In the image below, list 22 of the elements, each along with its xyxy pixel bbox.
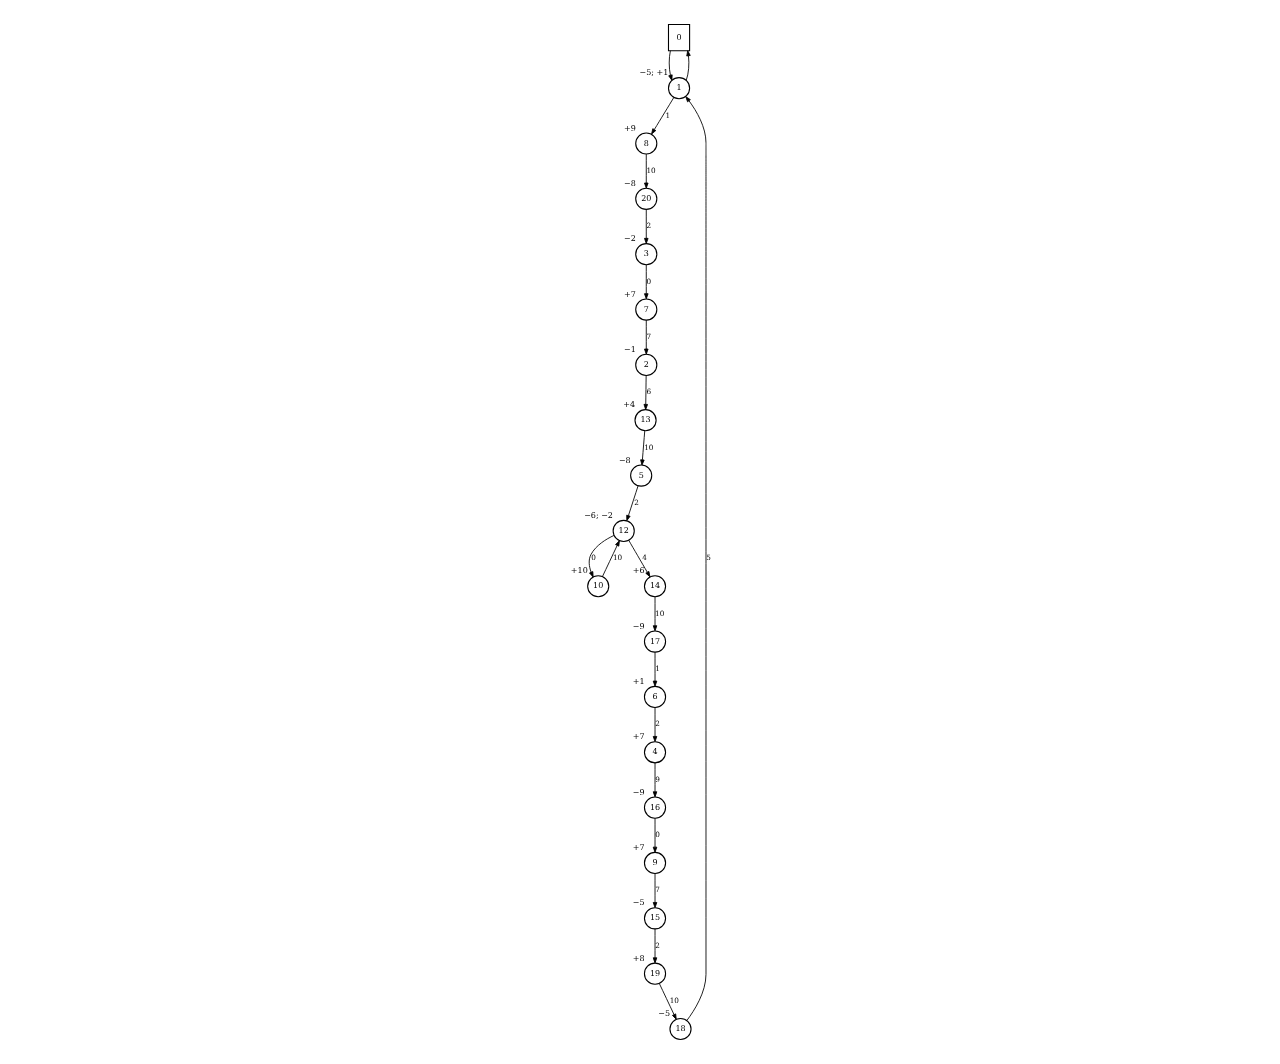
arrow	[651, 707, 657, 742]
arrow	[651, 817, 657, 853]
arrow	[651, 596, 657, 632]
arrow	[642, 375, 647, 410]
arrow	[684, 50, 690, 81]
arrow	[684, 96, 706, 1021]
arrow	[651, 762, 657, 798]
arrow	[625, 485, 638, 521]
arrow	[643, 153, 648, 189]
arrow	[643, 264, 648, 300]
arrow	[651, 651, 657, 687]
arrow	[627, 539, 650, 578]
arrow	[650, 97, 674, 135]
arrow	[643, 209, 648, 244]
arrow	[643, 319, 648, 355]
arrow	[601, 540, 619, 577]
arrow	[639, 430, 645, 466]
arrow	[587, 535, 614, 578]
arrow	[657, 983, 676, 1020]
arrow	[667, 50, 672, 81]
arrow	[651, 928, 657, 964]
arrow	[651, 873, 657, 908]
